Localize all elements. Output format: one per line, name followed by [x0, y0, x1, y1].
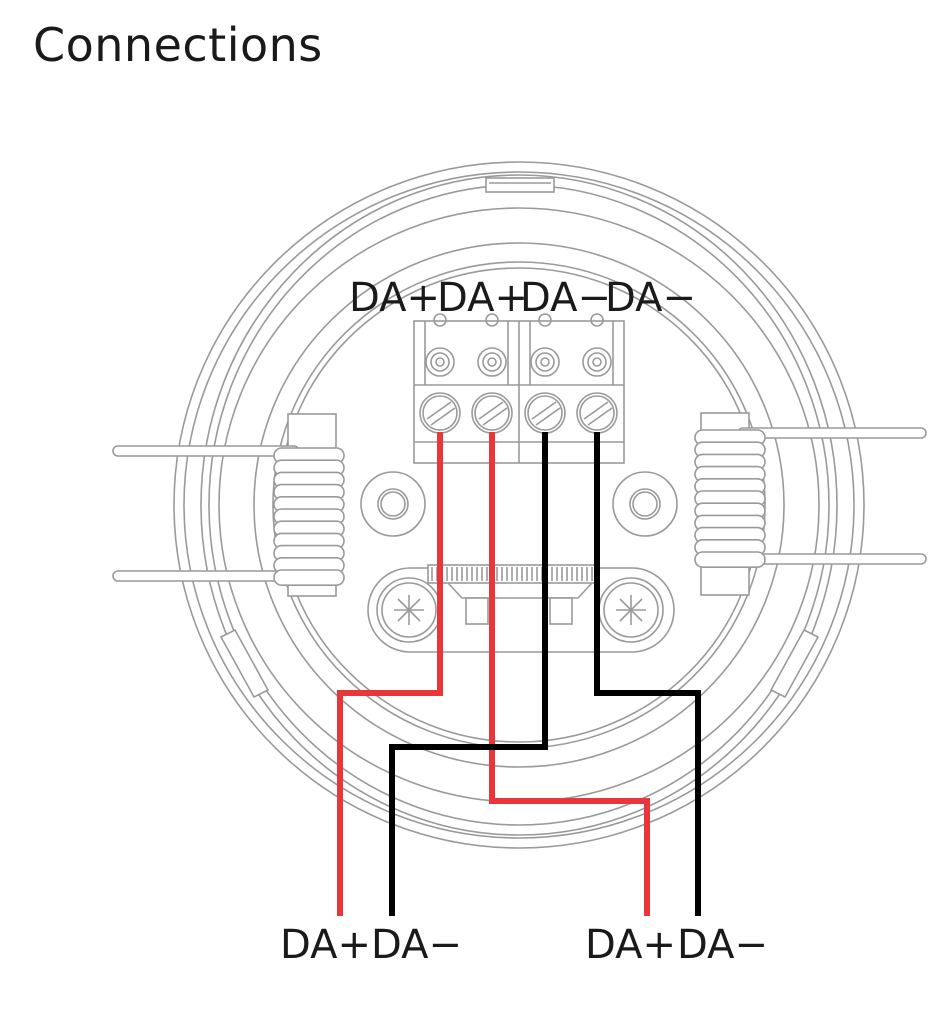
left-latch — [219, 628, 270, 699]
output-2-da-minus-label: DA− — [677, 922, 768, 968]
terminal-1 — [419, 313, 461, 434]
terminal-label-3: DA− — [520, 275, 611, 321]
terminal-block — [413, 313, 625, 464]
outer-ring — [173, 161, 865, 849]
right-coil-turn — [694, 551, 766, 568]
terminal-labels: DA+ DA+ DA− DA− — [349, 275, 696, 321]
terminal-screw-icon — [471, 392, 513, 434]
wire-da-plus-1 — [337, 432, 443, 916]
left-coil-turn — [273, 569, 345, 586]
wire-da-plus-2 — [489, 432, 650, 916]
right-screw-head-icon — [616, 595, 646, 625]
outer-ring-inner-edge — [183, 171, 855, 839]
output-2-da-plus-label: DA+ — [585, 922, 676, 968]
left-spring-clip — [112, 413, 345, 597]
terminal-label-4: DA− — [605, 275, 696, 321]
right-spring-clip — [694, 412, 927, 596]
wire-da-minus-2 — [594, 432, 701, 916]
terminal-label-1: DA+ — [349, 275, 440, 321]
right-latch — [769, 628, 820, 699]
lower-arc-2 — [200, 174, 838, 836]
top-notch — [485, 177, 555, 193]
output-1-da-minus-label: DA− — [371, 922, 462, 968]
bezel-ring-inner — [253, 242, 785, 768]
terminal-screw-icon — [576, 392, 618, 434]
output-1-da-plus-label: DA+ — [280, 922, 371, 968]
mounting-holes — [360, 471, 678, 537]
left-screw-head-icon — [394, 595, 424, 625]
output-labels: DA+ DA− DA+ DA− — [280, 922, 768, 968]
adjuster-assembly — [367, 564, 675, 653]
wires — [337, 432, 701, 916]
terminal-screw-icon — [419, 392, 461, 434]
wire-da-minus-1 — [389, 432, 548, 916]
terminal-screw-icon — [524, 392, 566, 434]
diagram-title: Connections — [33, 18, 323, 72]
terminal-label-2: DA+ — [437, 275, 528, 321]
